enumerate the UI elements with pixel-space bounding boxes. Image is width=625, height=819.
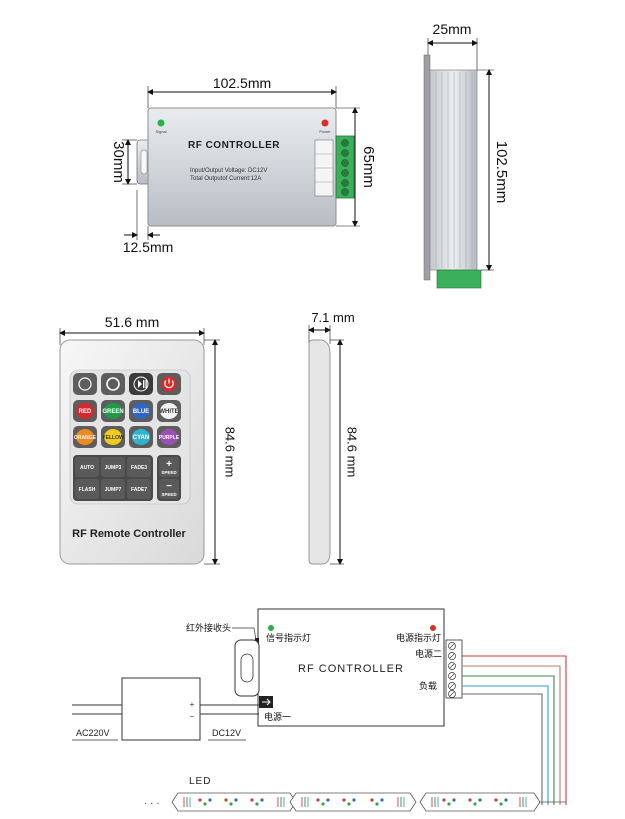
device-title: RF CONTROLLER [188, 140, 280, 151]
led-segment-1 [171, 792, 297, 812]
side-terminal-block [436, 269, 482, 289]
svg-text:GREEN: GREEN [102, 409, 123, 415]
play-pause-icon [133, 376, 149, 392]
output-wires [462, 655, 567, 805]
remote-top-buttons [73, 373, 181, 395]
sun-large-icon [106, 377, 120, 391]
power-led-label: Power [319, 129, 331, 134]
mode-button-flash[interactable] [75, 479, 99, 499]
spec-line-current: Total Outputof Current:12A [190, 176, 261, 182]
spec-line-voltage: Input/Output Voltage: DC12V [190, 168, 267, 174]
svg-text:WHITE: WHITE [159, 409, 178, 415]
mode-button-fade3[interactable] [127, 457, 151, 477]
remote-mode-buttons: AUTO JUMP3 FADE3 FLASH JUMP7 FADE7 + SPE… [73, 455, 181, 501]
signal-led [157, 119, 165, 127]
svg-text:PURPLE: PURPLE [159, 435, 180, 441]
mode-button-jump3[interactable] [101, 457, 125, 477]
power1-label: 电源一 [264, 711, 291, 722]
remote-color-buttons: RED GREEN BLUE WHITE ORANGE YELLOW CYAN … [73, 400, 181, 448]
led-dots [198, 798, 508, 806]
svg-text:YELLOW: YELLOW [102, 435, 124, 441]
load-label: 负载 [419, 680, 437, 691]
svg-text:AUTO: AUTO [80, 465, 94, 471]
svg-text:FLASH: FLASH [79, 487, 96, 493]
remote-brightness-up-button[interactable] [101, 373, 125, 395]
power-indicator-label: 电源指示灯 [396, 632, 441, 643]
svg-text:JUMP7: JUMP7 [105, 487, 122, 493]
led-segment-3 [419, 792, 541, 812]
speed-up-button[interactable] [159, 457, 179, 477]
wiring-power-led [430, 625, 436, 631]
controller-side-view: 25mm 102.5mm [423, 21, 510, 289]
remote-width-label: 51.6 mm [105, 314, 159, 330]
led-strip [171, 792, 566, 812]
adapter-minus: − [190, 712, 195, 721]
width-dimension-label: 102.5mm [213, 75, 271, 91]
led-segment-2 [289, 792, 417, 812]
wiring-diagram: 信号指示灯 电源指示灯 电源二 负载 电源一 RF CONTROLLER 红外接… [72, 608, 567, 812]
controller-body [147, 107, 337, 227]
tab-width-label: 12.5mm [123, 239, 174, 255]
power-icon [161, 376, 177, 392]
mode-button-auto[interactable] [75, 457, 99, 477]
side-length-label: 102.5mm [493, 141, 510, 204]
power-adapter [121, 677, 201, 741]
svg-text:−: − [166, 481, 172, 492]
side-tab [423, 54, 431, 281]
wiring-controller-title: RF CONTROLLER [298, 663, 404, 675]
remote-side-height-label: 84.6 mm [345, 427, 360, 478]
remote-title: RF Remote Controller [72, 528, 186, 540]
controller-top-view: 102.5mm Signal Power RF CONTROLLER Input… [110, 75, 377, 255]
mode-button-fade7[interactable] [127, 479, 151, 499]
svg-text:ORANGE: ORANGE [74, 435, 97, 441]
ac-voltage-label: AC220V [76, 728, 110, 738]
svg-text:CYAN: CYAN [133, 435, 149, 441]
ir-receiver-label: 红外接收头 [186, 622, 231, 633]
remote-brightness-down-button[interactable] [73, 373, 97, 395]
svg-text:SPEED: SPEED [161, 492, 177, 497]
led-ellipsis: · · · [144, 798, 160, 809]
mode-button-jump7[interactable] [101, 479, 125, 499]
svg-text:FADE3: FADE3 [131, 465, 147, 471]
side-depth-label: 25mm [433, 21, 472, 37]
signal-indicator-label: 信号指示灯 [266, 632, 311, 643]
mounting-hole [140, 149, 148, 175]
power2-label: 电源二 [415, 648, 442, 659]
tab-height-label: 30mm [110, 141, 127, 183]
led-label: LED [189, 776, 211, 787]
svg-text:SPEED: SPEED [161, 470, 177, 475]
power-led [321, 119, 329, 127]
remote-height-label: 84.6 mm [223, 427, 238, 478]
remote-side-body [308, 339, 331, 565]
side-body [429, 69, 478, 271]
svg-text:RED: RED [79, 409, 92, 415]
adapter-plus: + [190, 700, 195, 709]
sun-small-icon [78, 377, 92, 391]
wiring-signal-led [268, 625, 274, 631]
speed-down-button[interactable] [159, 479, 179, 499]
signal-led-label: Signal [155, 129, 166, 134]
terminal-screws [341, 139, 349, 196]
dc-voltage-label: DC12V [212, 728, 241, 738]
svg-text:FADE7: FADE7 [131, 487, 147, 493]
heat-fins [435, 72, 473, 268]
svg-text:+: + [166, 459, 172, 470]
remote-thickness-label: 7.1 mm [311, 310, 354, 325]
body-height-label: 65mm [360, 146, 377, 188]
svg-text:JUMP3: JUMP3 [105, 465, 122, 471]
svg-text:BLUE: BLUE [133, 409, 149, 415]
remote-side-view: 7.1 mm 84.6 mm [308, 310, 360, 565]
remote-front-view: 51.6 mm RED GREEN [59, 314, 238, 565]
